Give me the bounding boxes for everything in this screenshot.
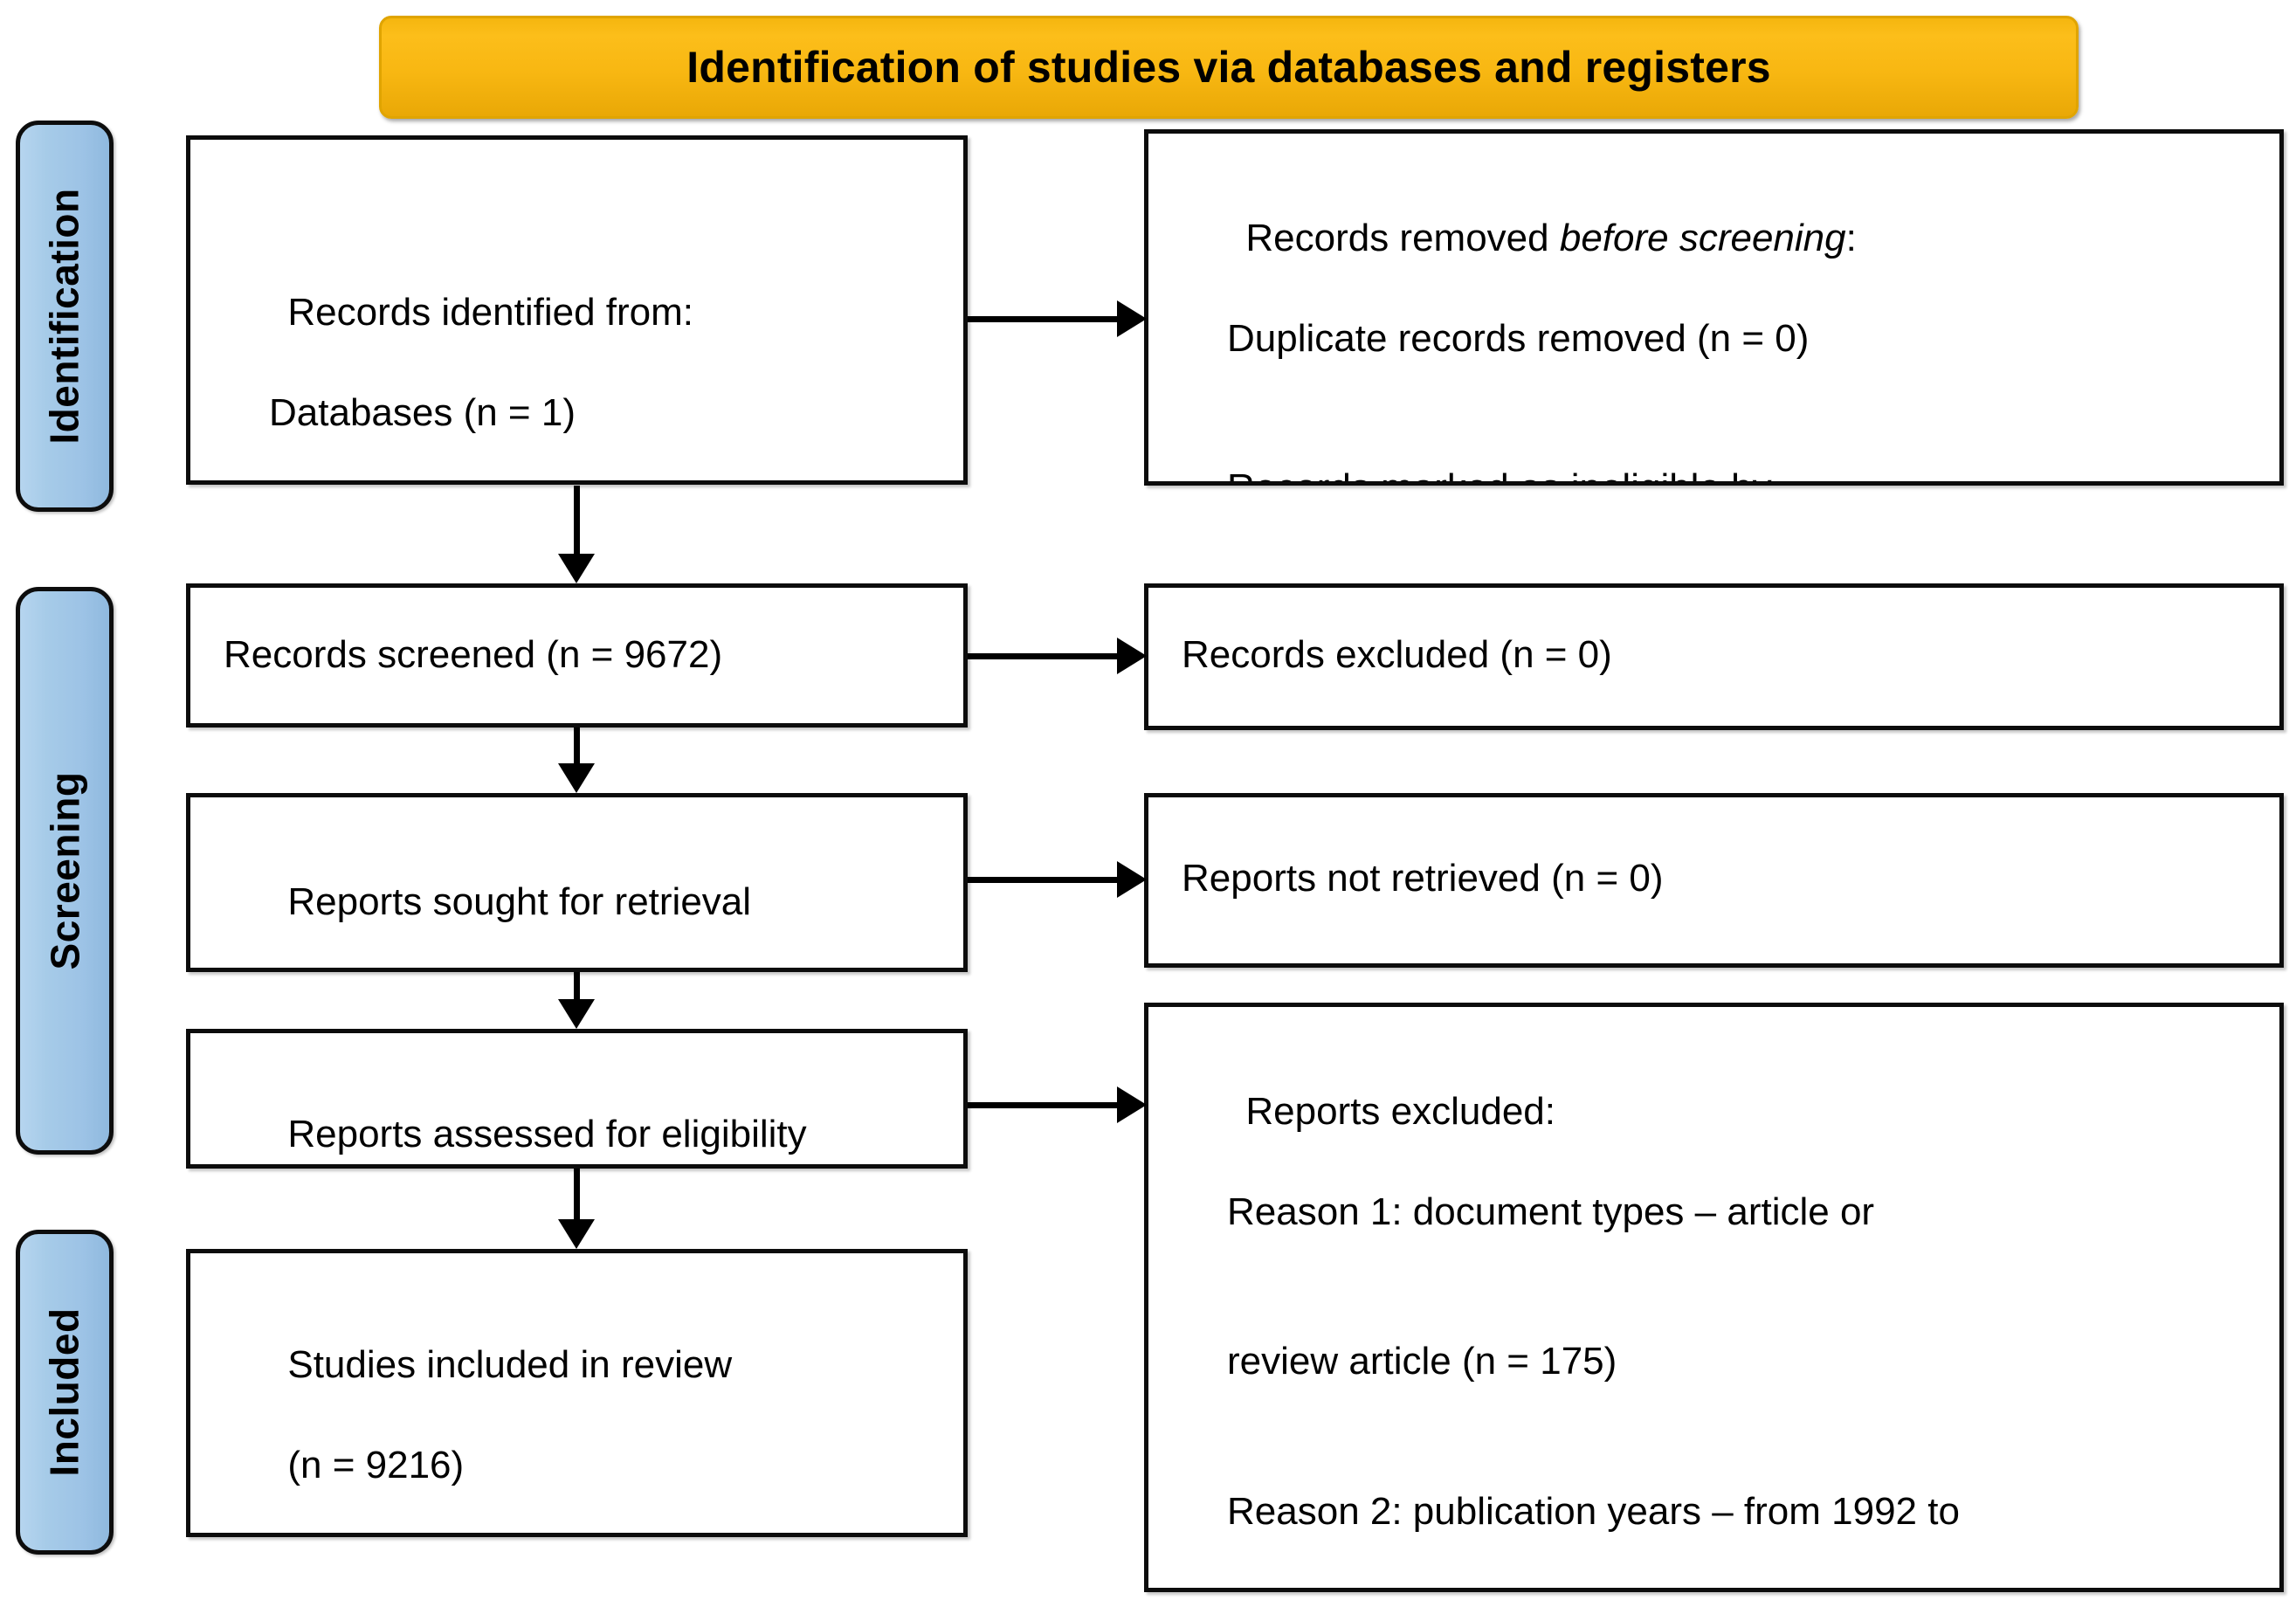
arrow-line bbox=[968, 653, 1118, 659]
arrow-line bbox=[574, 486, 580, 554]
phase-bar-included: Included bbox=[16, 1230, 114, 1555]
header-title: Identification of studies via databases … bbox=[686, 43, 1771, 92]
reports-excluded-heading: Reports excluded: bbox=[1245, 1090, 1556, 1134]
reports-assessed-line1: Reports assessed for eligibility bbox=[287, 1113, 807, 1156]
arrow-line bbox=[968, 1102, 1118, 1108]
studies-included-line1: Studies included in review bbox=[287, 1343, 733, 1387]
box-reports-assessed: Reports assessed for eligibility (n = 96… bbox=[186, 1029, 968, 1169]
header-banner: Identification of studies via databases … bbox=[379, 16, 2079, 119]
phase-label-screening: Screening bbox=[42, 771, 88, 970]
arrow-head-down-icon bbox=[558, 763, 595, 793]
box-studies-included-text: Studies included in review (n = 9216) Re… bbox=[224, 1290, 948, 1533]
studies-included-line2: (n = 9216) bbox=[287, 1443, 465, 1486]
box-reports-sought: Reports sought for retrieval (n = 9672) bbox=[186, 793, 968, 972]
reports-excluded-reason1-line2: review article (n = 175) bbox=[1227, 1340, 1617, 1383]
arrow-head-right-icon bbox=[1117, 1086, 1147, 1123]
box-studies-included: Studies included in review (n = 9216) Re… bbox=[186, 1249, 968, 1537]
box-records-screened-text: Records screened (n = 9672) bbox=[224, 633, 723, 676]
box-reports-assessed-text: Reports assessed for eligibility (n = 96… bbox=[224, 1059, 948, 1164]
phase-bar-identification: Identification bbox=[16, 121, 114, 512]
arrow-head-down-icon bbox=[558, 1219, 595, 1249]
records-removed-ineligible-1: Records marked as ineligible by bbox=[1182, 463, 2264, 481]
records-identified-databases: Databases (n = 1) bbox=[269, 390, 576, 434]
box-reports-not-retrieved: Reports not retrieved (n = 0) bbox=[1144, 793, 2284, 968]
box-reports-not-retrieved-text: Reports not retrieved (n = 0) bbox=[1182, 857, 1664, 900]
phase-bar-screening: Screening bbox=[16, 587, 114, 1155]
records-removed-heading-italic: before screening bbox=[1559, 217, 1846, 260]
records-removed-duplicates: Duplicate records removed (n = 0) bbox=[1227, 316, 1810, 360]
arrow-line bbox=[574, 728, 580, 763]
arrow-head-right-icon bbox=[1117, 861, 1147, 898]
records-removed-heading-suffix: : bbox=[1845, 217, 1857, 260]
records-identified-heading: Records identified from: bbox=[287, 291, 694, 335]
arrow-head-right-icon bbox=[1117, 300, 1147, 337]
box-reports-sought-text: Reports sought for retrieval (n = 9672) bbox=[224, 827, 948, 968]
box-records-excluded-text: Records excluded (n = 0) bbox=[1182, 633, 1612, 676]
arrow-head-down-icon bbox=[558, 554, 595, 583]
box-records-removed-text: Records removed before screening: Duplic… bbox=[1182, 163, 2264, 481]
reports-excluded-reason2-line1: Reason 2: publication years – from 1992 … bbox=[1227, 1489, 1960, 1533]
arrow-line bbox=[968, 877, 1118, 883]
box-records-identified-text: Records identified from: Databases (n = … bbox=[224, 238, 948, 480]
reports-sought-line1: Reports sought for retrieval bbox=[287, 880, 752, 924]
box-records-screened: Records screened (n = 9672) bbox=[186, 583, 968, 728]
arrow-line bbox=[574, 1169, 580, 1219]
box-records-excluded: Records excluded (n = 0) bbox=[1144, 583, 2284, 730]
arrow-line bbox=[574, 972, 580, 999]
phase-label-included: Included bbox=[42, 1307, 87, 1477]
arrow-head-right-icon bbox=[1117, 638, 1147, 674]
reports-excluded-reason1-line1: Reason 1: document types – article or bbox=[1227, 1190, 1875, 1233]
arrow-head-down-icon bbox=[558, 999, 595, 1029]
arrow-line bbox=[968, 316, 1118, 322]
records-removed-heading: Records removed before screening: bbox=[1245, 217, 1856, 259]
records-removed-heading-prefix: Records removed bbox=[1245, 217, 1560, 260]
box-reports-excluded: Reports excluded: Reason 1: document typ… bbox=[1144, 1003, 2284, 1592]
box-records-removed: Records removed before screening: Duplic… bbox=[1144, 129, 2284, 486]
phase-label-identification: Identification bbox=[42, 188, 88, 445]
box-reports-excluded-text: Reports excluded: Reason 1: document typ… bbox=[1182, 1037, 2264, 1588]
box-records-identified: Records identified from: Databases (n = … bbox=[186, 135, 968, 485]
